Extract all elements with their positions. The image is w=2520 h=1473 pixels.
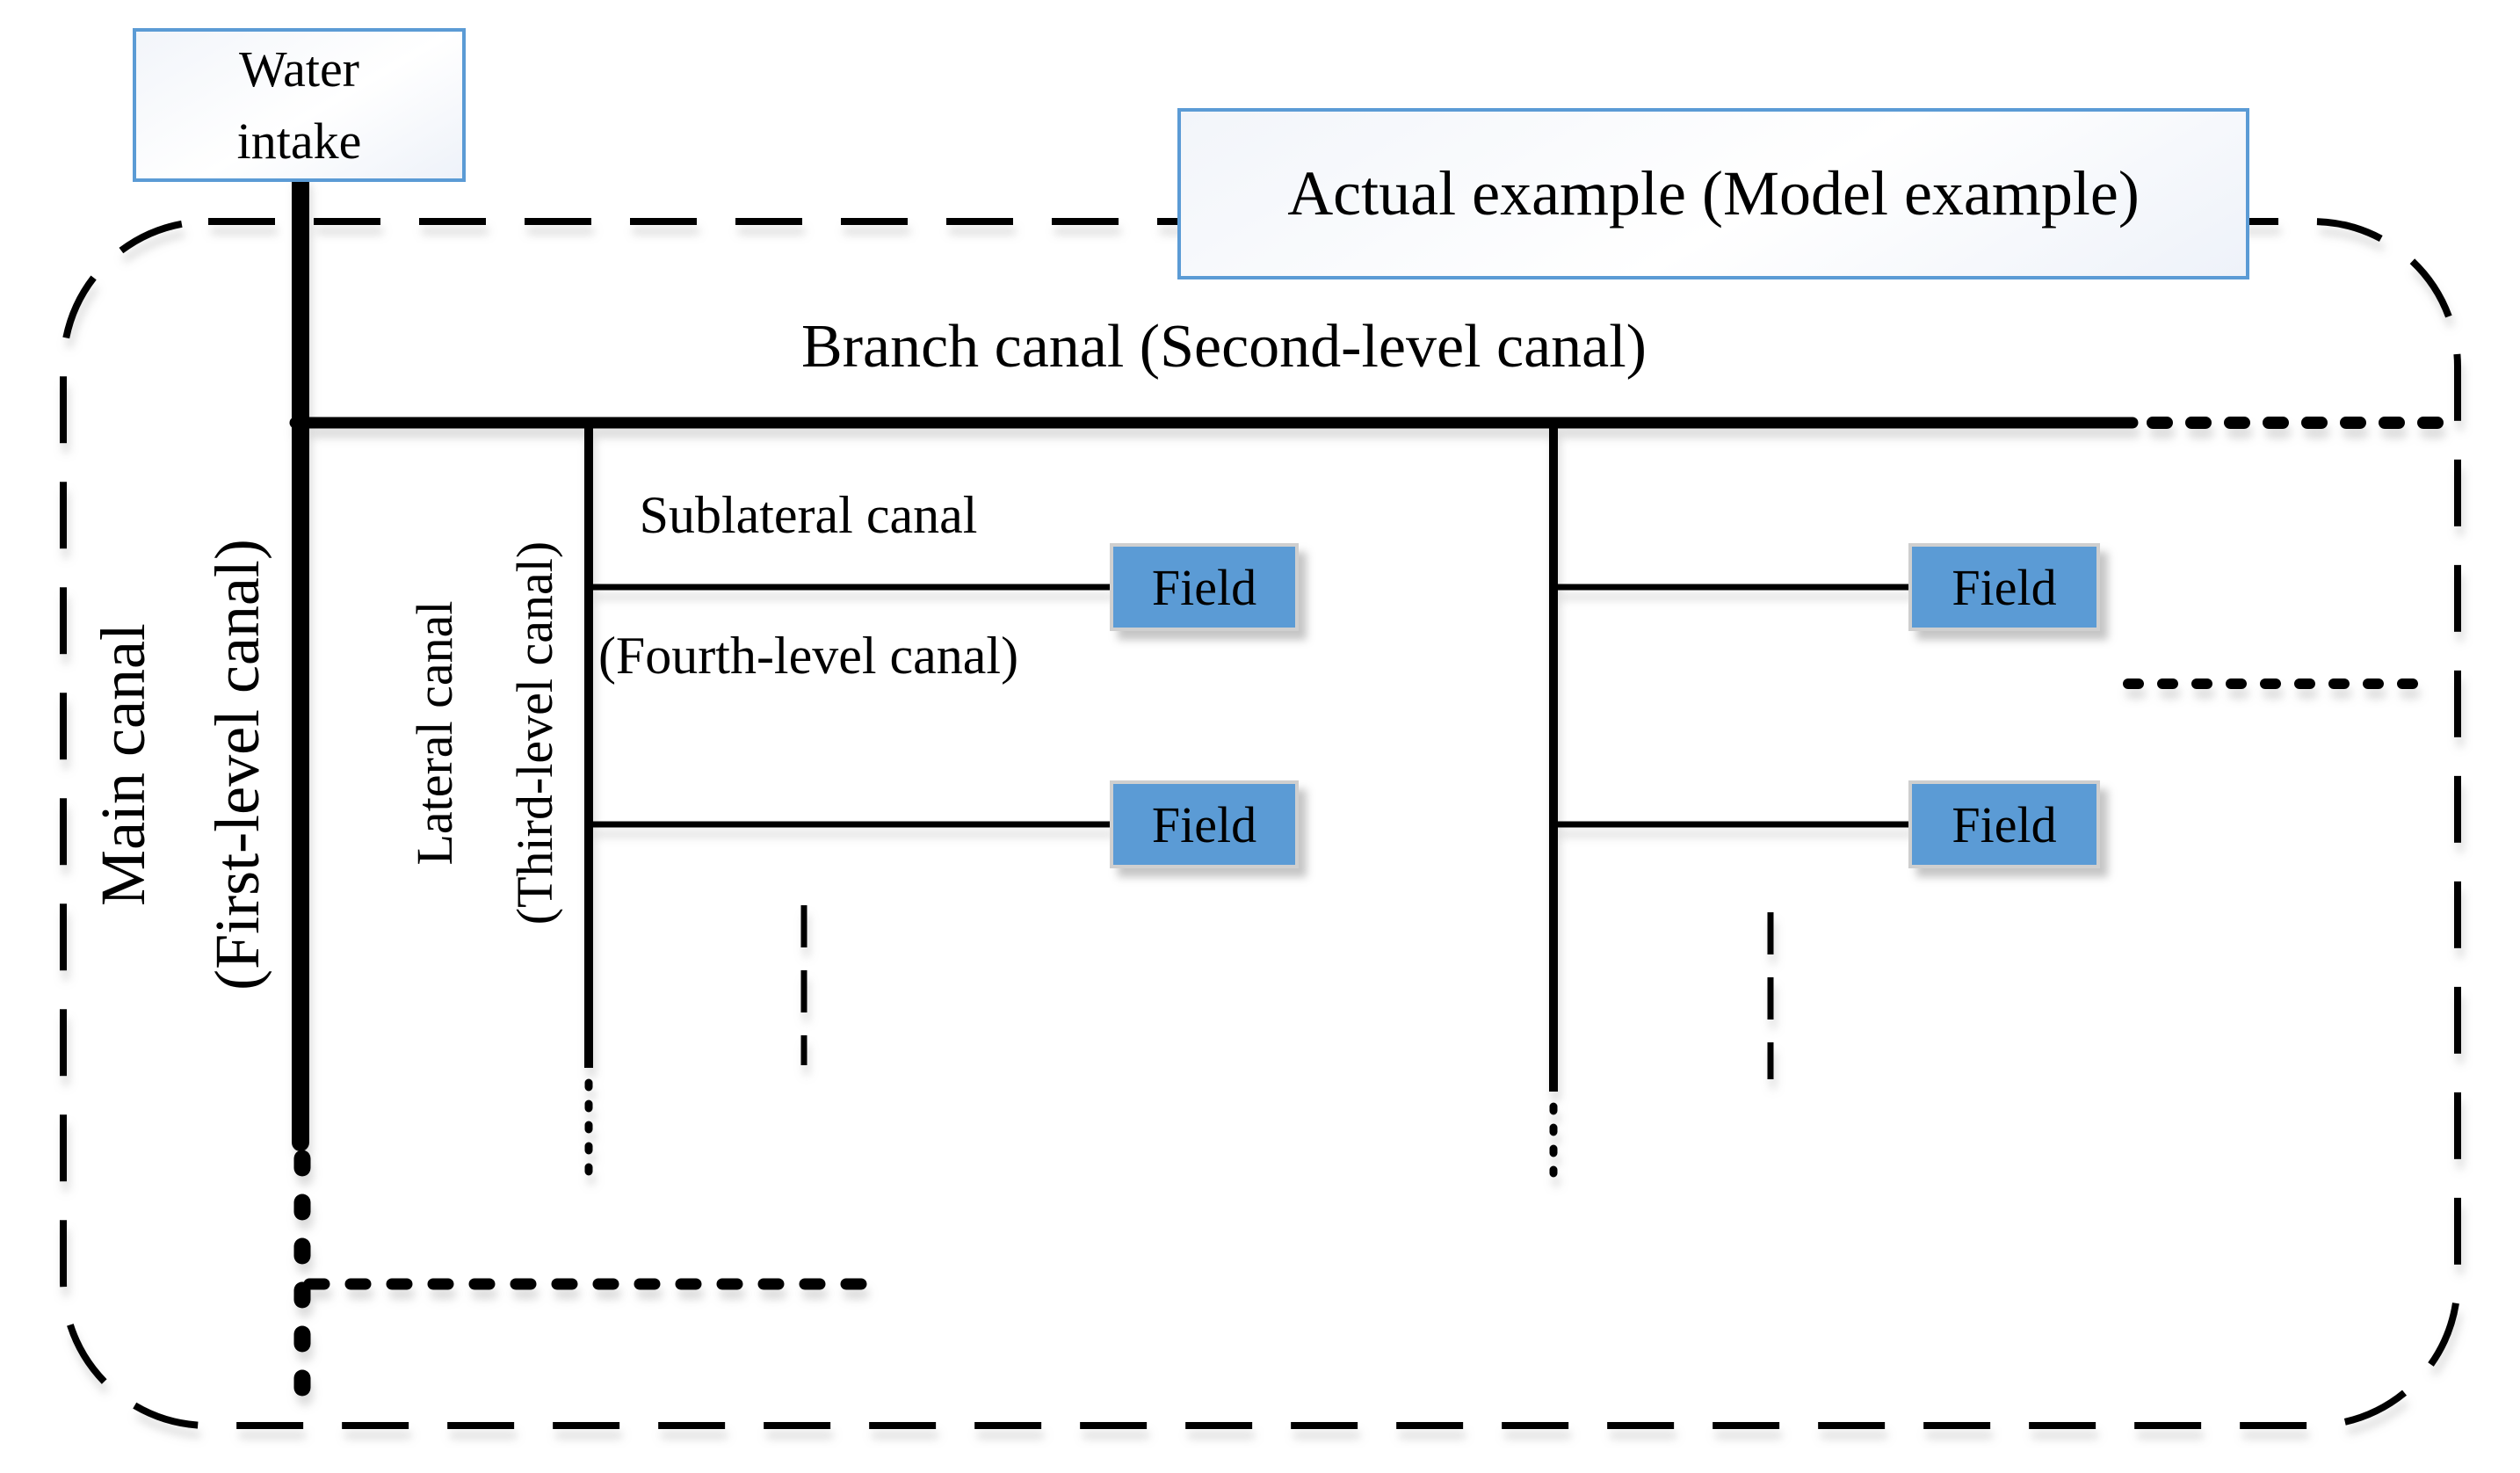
field-box-3: Field [1908, 543, 2100, 631]
field-box-1-label: Field [1151, 558, 1257, 616]
water-intake-box: Water intake [133, 28, 466, 182]
lateral-canal-label: Lateral canal (Third-level canal) [385, 425, 585, 1041]
actual-example-label: Actual example (Model example) [1287, 158, 2140, 229]
field-box-2: Field [1110, 780, 1299, 868]
fourth-level-canal-label: (Fourth-level canal) [597, 627, 1019, 685]
water-intake-label-line1: Water [238, 40, 359, 98]
lateral-canal-label-line1: Lateral canal [406, 600, 463, 866]
field-box-2-label: Field [1151, 795, 1257, 853]
main-canal-label-line1: Main canal [88, 623, 158, 906]
field-box-4: Field [1908, 780, 2100, 868]
field-box-1: Field [1110, 543, 1299, 631]
lateral-canal-label-line2: (Third-level canal) [506, 541, 563, 925]
water-intake-label-line2: intake [236, 112, 362, 170]
branch-canal-label: Branch canal (Second-level canal) [801, 313, 1647, 381]
field-box-3-label: Field [1952, 558, 2057, 616]
main-canal-label-line2: (First-level canal) [202, 539, 272, 990]
actual-example-box: Actual example (Model example) [1177, 108, 2249, 279]
field-box-4-label: Field [1952, 795, 2057, 853]
sublateral-canal-label: Sublateral canal [639, 486, 978, 544]
main-canal-label: Main canal (First-level canal) [66, 404, 294, 1125]
system-boundary-dashed-border [60, 218, 2461, 1429]
